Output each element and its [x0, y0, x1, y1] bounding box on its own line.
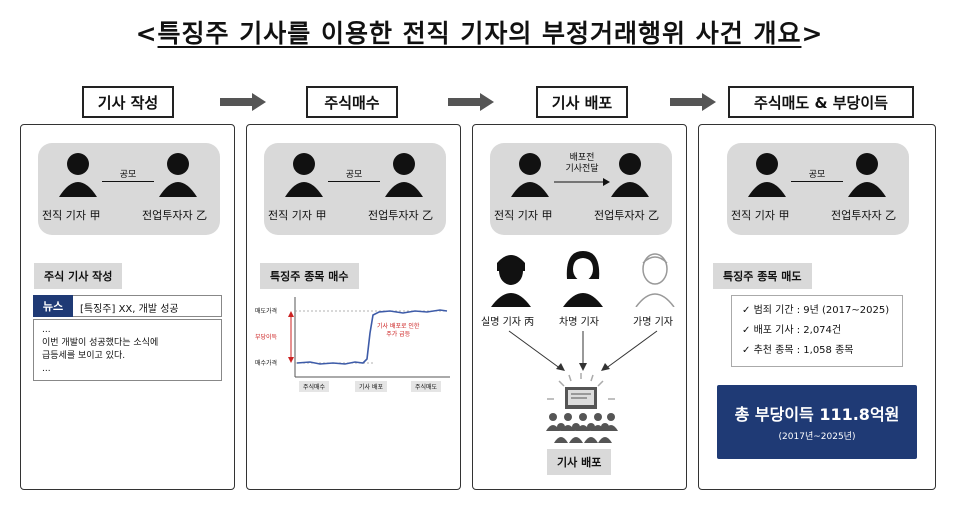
male-reporter-icon: [491, 255, 531, 307]
news-headline: [특징주] XX, 개발 성공: [80, 304, 179, 315]
relation-line-1: 배포전: [569, 153, 595, 163]
total-profit-box: 총 부당이득 111.8억원 (2017년~2025년): [717, 385, 917, 459]
panel-distribute-article: 배포전 기사전달 전직 기자 甲 전업투자자 乙 실명 기자 丙 차명 기자 가…: [472, 124, 687, 490]
relation-line: [102, 181, 154, 182]
person-b-label: 전업투자자 乙: [368, 209, 434, 222]
person-a-label: 전직 기자 甲: [42, 209, 101, 222]
conspirators-box: 공모 전직 기자 甲 전업투자자 乙: [38, 143, 220, 235]
relation-line-2: 기사전달: [565, 164, 599, 174]
y-label-sell: 매도가격: [255, 308, 278, 315]
section-label: 기사 배포: [547, 449, 612, 475]
section-label: 주식 기사 작성: [34, 263, 123, 289]
person-a-label: 전직 기자 甲: [268, 209, 327, 222]
title-text: 특징주 기사를 이용한 전직 기자의 부정거래행위 사건 개요: [157, 19, 802, 48]
person-a-label: 전직 기자 甲: [731, 209, 790, 222]
fact-text: 범죄 기간 : 9년 (2017~2025): [753, 305, 890, 316]
person-icon: [59, 153, 97, 197]
check-icon: ✓: [742, 305, 751, 316]
person-icon: [385, 153, 423, 197]
x-label-sell: 주식매도: [411, 381, 442, 392]
fact-item: ✓ 추천 종목 : 1,058 종목: [742, 341, 892, 361]
arrow-right-icon: [220, 93, 266, 111]
person-b-label: 전업투자자 乙: [142, 209, 208, 222]
price-chart-graphic: [288, 297, 450, 378]
panel-buy-stock: 공모 전직 기자 甲 전업투자자 乙 특징주 종목 매수 매도가격 부당이득 매…: [246, 124, 461, 490]
news-body-line: ...: [42, 325, 51, 335]
y-label-profit: 부당이득: [255, 334, 278, 341]
conspirators-box: 공모 전직 기자 甲 전업투자자 乙: [727, 143, 909, 235]
facts-box: ✓ 범죄 기간 : 9년 (2017~2025) ✓ 배포 기사 : 2,074…: [731, 295, 903, 367]
unknown-reporter-icon: [635, 253, 675, 307]
news-body-box: ... 이번 개발이 성공했다는 소식에 급등세를 보이고 있다. ...: [33, 319, 222, 381]
person-icon: [159, 153, 197, 197]
female-reporter-icon: [563, 251, 603, 307]
relation-line: [791, 181, 843, 182]
step-4-sell-profit: 주식매도 & 부당이득: [728, 86, 914, 118]
news-headline-box: 뉴스 [특징주] XX, 개발 성공: [33, 295, 222, 317]
reporter-label: 차명 기자: [559, 317, 599, 328]
panel-sell-profit: 공모 전직 기자 甲 전업투자자 乙 특징주 종목 매도 ✓ 범죄 기간 : 9…: [698, 124, 936, 490]
arrow-right-icon: [554, 178, 610, 186]
person-b-label: 전업투자자 乙: [831, 209, 897, 222]
section-label: 특징주 종목 매수: [260, 263, 359, 289]
step-2-buy: 주식매수: [306, 86, 398, 118]
person-icon: [848, 153, 886, 197]
fact-text: 배포 기사 : 2,074건: [753, 325, 842, 336]
conspirators-box: 공모 전직 기자 甲 전업투자자 乙: [264, 143, 446, 235]
fact-item: ✓ 범죄 기간 : 9년 (2017~2025): [742, 301, 892, 321]
news-body-line: 급등세를 보이고 있다.: [42, 351, 126, 361]
distribution-arrows: [508, 330, 658, 371]
chart-annotation: 기사 배포로 인한 주가 급등: [377, 323, 419, 339]
news-body-line: ...: [42, 364, 51, 374]
price-chart: 매도가격 부당이득 매수가격 기사 배포로 인한 주가 급등 주식매수 기사 배…: [255, 293, 455, 393]
step-1-write: 기사 작성: [82, 86, 174, 118]
annotation-line: 주가 급등: [386, 331, 411, 338]
news-body-line: 이번 개발이 성공했다는 소식에: [42, 338, 159, 348]
conspirators-box: 배포전 기사전달 전직 기자 甲 전업투자자 乙: [490, 143, 672, 235]
person-icon: [511, 153, 549, 197]
relation-label: 공모: [119, 170, 137, 180]
person-icon: [748, 153, 786, 197]
profit-arrow-up: [288, 311, 294, 317]
news-tag: 뉴스: [33, 295, 73, 317]
title-close: >: [801, 19, 824, 48]
total-profit-period: (2017년~2025년): [778, 432, 856, 442]
relation-label: 공모: [345, 170, 363, 180]
readers-crowd-icon: [546, 373, 618, 443]
reporter-label: 실명 기자 丙: [481, 317, 535, 328]
person-b-label: 전업투자자 乙: [594, 209, 660, 222]
step-3-distribute: 기사 배포: [536, 86, 628, 118]
person-a-label: 전직 기자 甲: [494, 209, 553, 222]
relation-line: [328, 181, 380, 182]
person-icon: [285, 153, 323, 197]
total-profit-text: 총 부당이득 111.8억원: [734, 405, 900, 424]
check-icon: ✓: [742, 345, 751, 356]
annotation-line: 기사 배포로 인한: [377, 323, 420, 330]
price-line: [296, 309, 448, 365]
relation-label: 배포전 기사전달: [554, 153, 610, 175]
x-label-distribute: 기사 배포: [355, 381, 387, 392]
page-title: <특징주 기사를 이용한 전직 기자의 부정거래행위 사건 개요>: [0, 14, 959, 50]
fact-item: ✓ 배포 기사 : 2,074건: [742, 321, 892, 341]
title-open: <: [135, 19, 158, 48]
relation-label: 공모: [808, 170, 826, 180]
x-label-buy: 주식매수: [299, 381, 330, 392]
arrow-right-icon: [670, 93, 716, 111]
reporter-label: 가명 기자: [633, 317, 673, 328]
check-icon: ✓: [742, 325, 751, 336]
profit-arrow-down: [288, 357, 294, 363]
y-label-buy: 매수가격: [255, 360, 278, 367]
section-label: 특징주 종목 매도: [713, 263, 812, 289]
fact-text: 추천 종목 : 1,058 종목: [753, 345, 854, 356]
panel-write-article: 공모 전직 기자 甲 전업투자자 乙 주식 기사 작성 뉴스 [특징주] XX,…: [20, 124, 235, 490]
person-icon: [611, 153, 649, 197]
arrow-right-icon: [448, 93, 494, 111]
